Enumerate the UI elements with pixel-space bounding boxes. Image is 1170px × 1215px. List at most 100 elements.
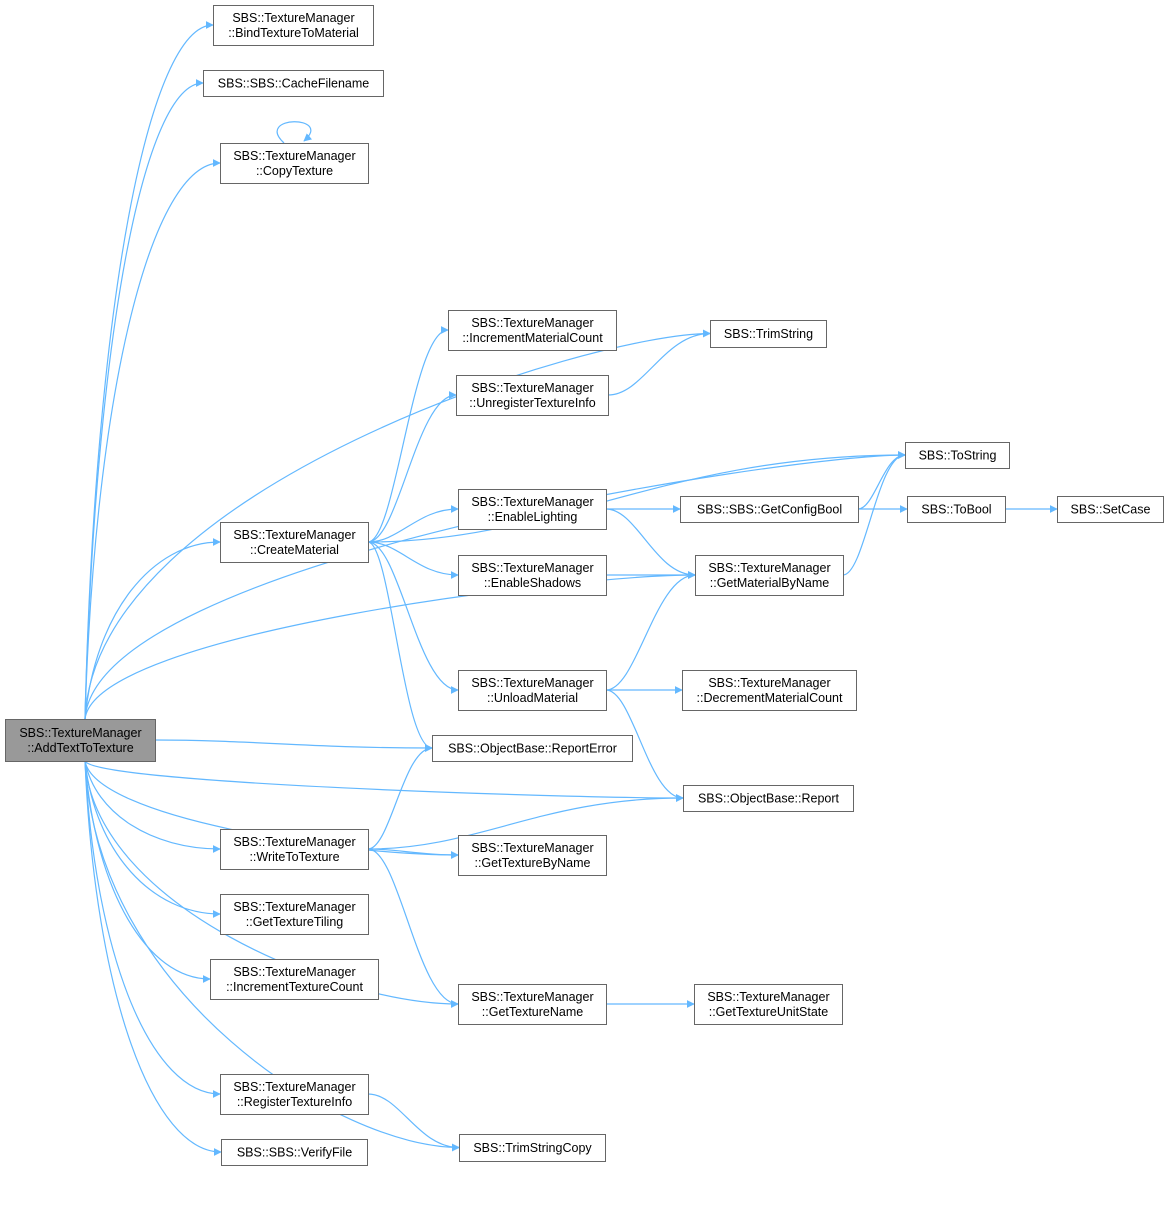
node-sbs-objectbase-reporterror[interactable]: SBS::ObjectBase::ReportError <box>432 735 633 762</box>
node-sbs-texturemanager-unregistertextureinfo[interactable]: SBS::TextureManager::UnregisterTextureIn… <box>456 375 609 416</box>
node-sbs-texturemanager-enablelighting[interactable]: SBS::TextureManager::EnableLighting <box>458 489 607 530</box>
node-sbs-texturemanager-writetotexture[interactable]: SBS::TextureManager::WriteToTexture <box>220 829 369 870</box>
node-label: SBS::TextureManager <box>19 726 141 740</box>
node-box[interactable] <box>905 442 1010 469</box>
edge-writetex-to-gettexname <box>367 848 459 1008</box>
edge-root-to-gettiling <box>84 760 221 918</box>
node-label: SBS::ToString <box>919 449 997 463</box>
node-label: SBS::SBS::VerifyFile <box>237 1146 352 1160</box>
node-label: SBS::TextureManager <box>233 965 355 979</box>
node-box[interactable] <box>220 143 369 184</box>
node-sbs-trimstring[interactable]: SBS::TrimString <box>710 320 827 348</box>
node-sbs-tostring[interactable]: SBS::ToString <box>905 442 1010 469</box>
node-sbs-sbs-cachefilename[interactable]: SBS::SBS::CacheFilename <box>203 70 384 97</box>
edge-unreg-to-trim <box>607 329 711 396</box>
edge-copytex-to-copytex <box>276 121 313 144</box>
node-sbs-texturemanager-addtexttotexture[interactable]: SBS::TextureManager::AddTextToTexture <box>5 719 156 762</box>
node-sbs-texturemanager-gettexturename[interactable]: SBS::TextureManager::GetTextureName <box>458 984 607 1025</box>
node-box[interactable] <box>220 829 369 870</box>
edge-createmat-to-enableshadow <box>367 541 459 579</box>
node-box[interactable] <box>694 984 843 1025</box>
node-box[interactable] <box>213 5 374 46</box>
node-label: SBS::TextureManager <box>471 841 593 855</box>
node-box[interactable] <box>710 320 827 348</box>
node-sbs-texturemanager-copytexture[interactable]: SBS::TextureManager::CopyTexture <box>220 143 369 184</box>
edge-root-to-copytex <box>84 159 221 720</box>
node-sbs-texturemanager-enableshadows[interactable]: SBS::TextureManager::EnableShadows <box>458 555 607 596</box>
node-label-line-2: ::GetTextureUnitState <box>709 1005 829 1019</box>
node-sbs-sbs-getconfigbool[interactable]: SBS::SBS::GetConfigBool <box>680 496 859 523</box>
node-label: SBS::TextureManager <box>471 381 593 395</box>
node-box[interactable] <box>5 719 156 762</box>
node-sbs-sbs-verifyfile[interactable]: SBS::SBS::VerifyFile <box>221 1139 368 1166</box>
edge-root-to-trimcopy <box>84 760 460 1152</box>
edge-createmat-to-incmat <box>367 326 449 543</box>
node-label: SBS::TextureManager <box>471 495 593 509</box>
node-box[interactable] <box>448 310 617 351</box>
node-box[interactable] <box>458 555 607 596</box>
node-label: SBS::TrimStringCopy <box>473 1141 592 1155</box>
edge-root-to-createmat <box>84 538 221 720</box>
node-sbs-trimstringcopy[interactable]: SBS::TrimStringCopy <box>459 1134 606 1162</box>
node-box[interactable] <box>220 894 369 935</box>
edge-root-to-regtex <box>84 760 221 1098</box>
node-label: SBS::TextureManager <box>233 900 355 914</box>
node-sbs-texturemanager-bindtexturetomaterial[interactable]: SBS::TextureManager::BindTextureToMateri… <box>213 5 374 46</box>
node-label: SBS::TextureManager <box>471 676 593 690</box>
node-label: SBS::TextureManager <box>471 990 593 1004</box>
node-sbs-texturemanager-incrementmaterialcount[interactable]: SBS::TextureManager::IncrementMaterialCo… <box>448 310 617 351</box>
node-label-line-2: ::IncrementMaterialCount <box>462 331 603 345</box>
node-box[interactable] <box>456 375 609 416</box>
node-box[interactable] <box>221 1139 368 1166</box>
node-label: SBS::ObjectBase::ReportError <box>448 742 617 756</box>
node-sbs-texturemanager-getmaterialbyname[interactable]: SBS::TextureManager::GetMaterialByName <box>695 555 844 596</box>
node-box[interactable] <box>203 70 384 97</box>
node-label-line-2: ::CopyTexture <box>256 164 333 178</box>
node-box[interactable] <box>680 496 859 523</box>
edge-layer <box>84 21 1058 1156</box>
edge-enablelight-to-getmat <box>605 508 696 579</box>
node-label-line-2: ::DecrementMaterialCount <box>697 691 843 705</box>
node-label-line-2: ::IncrementTextureCount <box>226 980 363 994</box>
node-label: SBS::SetCase <box>1071 503 1151 517</box>
node-sbs-texturemanager-gettextureunitstate[interactable]: SBS::TextureManager::GetTextureUnitState <box>694 984 843 1025</box>
node-sbs-texturemanager-gettexturebyname[interactable]: SBS::TextureManager::GetTextureByName <box>458 835 607 876</box>
node-box[interactable] <box>220 522 369 563</box>
node-box[interactable] <box>210 959 379 1000</box>
node-label-line-2: ::UnregisterTextureInfo <box>469 396 595 410</box>
node-label-line-2: ::CreateMaterial <box>250 543 339 557</box>
node-sbs-tobool[interactable]: SBS::ToBool <box>907 496 1006 523</box>
node-box[interactable] <box>458 835 607 876</box>
node-label-line-2: ::AddTextToTexture <box>27 741 133 755</box>
node-sbs-texturemanager-decrementmaterialcount[interactable]: SBS::TextureManager::DecrementMaterialCo… <box>682 670 857 711</box>
node-box[interactable] <box>458 984 607 1025</box>
node-sbs-texturemanager-gettexturetiling[interactable]: SBS::TextureManager::GetTextureTiling <box>220 894 369 935</box>
node-sbs-texturemanager-creatematerial[interactable]: SBS::TextureManager::CreateMaterial <box>220 522 369 563</box>
edge-root-to-getmat <box>84 571 696 720</box>
edge-unloadmat-to-report <box>605 689 684 802</box>
node-box[interactable] <box>220 1074 369 1115</box>
node-label-line-2: ::EnableLighting <box>488 510 578 524</box>
edge-writetex-to-report <box>367 794 684 850</box>
node-box[interactable] <box>682 670 857 711</box>
node-box[interactable] <box>1057 496 1164 523</box>
node-sbs-setcase[interactable]: SBS::SetCase <box>1057 496 1164 523</box>
node-box[interactable] <box>459 1134 606 1162</box>
node-box[interactable] <box>695 555 844 596</box>
node-box[interactable] <box>458 670 607 711</box>
node-label: SBS::ObjectBase::Report <box>698 792 840 806</box>
node-label-line-2: ::GetTextureTiling <box>246 915 344 929</box>
node-box[interactable] <box>432 735 633 762</box>
node-sbs-texturemanager-registertextureinfo[interactable]: SBS::TextureManager::RegisterTextureInfo <box>220 1074 369 1115</box>
node-box[interactable] <box>907 496 1006 523</box>
edge-root-to-writetex <box>84 760 221 853</box>
node-label: SBS::TextureManager <box>708 676 830 690</box>
edge-regtex-to-trimcopy <box>367 1093 460 1152</box>
node-sbs-objectbase-report[interactable]: SBS::ObjectBase::Report <box>683 785 854 812</box>
node-label-line-2: ::UnloadMaterial <box>487 691 578 705</box>
node-box[interactable] <box>458 489 607 530</box>
node-sbs-texturemanager-incrementtexturecount[interactable]: SBS::TextureManager::IncrementTextureCou… <box>210 959 379 1000</box>
node-box[interactable] <box>683 785 854 812</box>
node-sbs-texturemanager-unloadmaterial[interactable]: SBS::TextureManager::UnloadMaterial <box>458 670 607 711</box>
